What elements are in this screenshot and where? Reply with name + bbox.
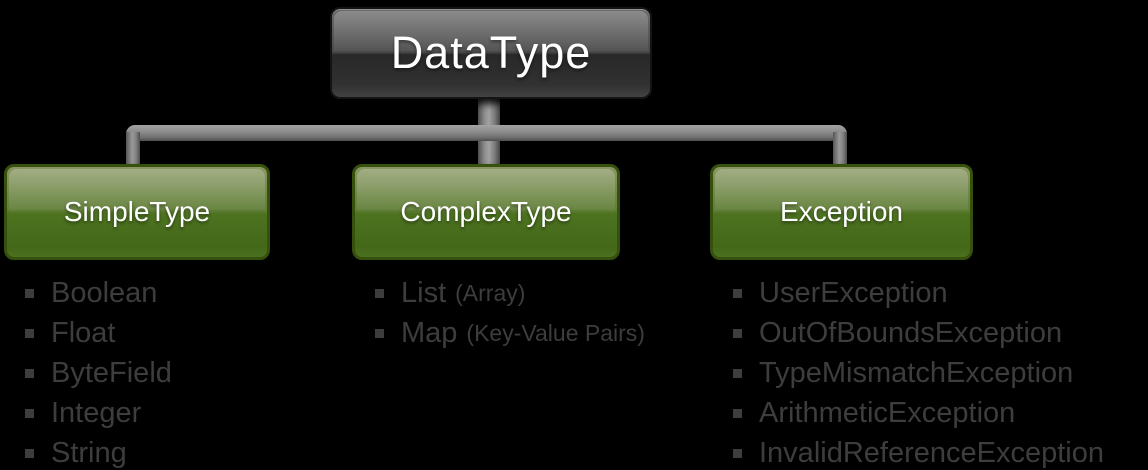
list-item-label: ArithmeticException [759,396,1016,429]
list-item: List (Array) [375,273,645,313]
list-item: InvalidReferenceException [733,433,1104,470]
bullet-icon [733,408,742,418]
bullet-icon [25,448,34,458]
list-item: ByteField [25,353,172,393]
category-node-complextype: ComplexType [352,164,620,260]
category-label: Exception [780,196,903,227]
list-item-label: List [401,276,447,309]
category-node-exception: Exception [710,164,973,260]
bullet-icon [733,328,742,338]
list-exception: UserException OutOfBoundsException TypeM… [733,273,1104,470]
list-item: Float [25,313,172,353]
bullet-icon [375,288,384,298]
list-item-label: Integer [51,396,142,429]
connector-left-vertical [126,132,140,168]
list-item-label: TypeMismatchException [759,356,1074,389]
list-item: String [25,433,172,470]
list-item-label: String [51,436,127,469]
root-node-datatype: DataType [330,7,652,99]
list-item-label: Boolean [51,276,158,309]
list-item: Map (Key-Value Pairs) [375,313,645,353]
bullet-icon [733,288,742,298]
list-item-label: Map [401,316,458,349]
list-item-label: InvalidReferenceException [759,436,1104,469]
category-label: ComplexType [400,196,572,227]
list-item: Boolean [25,273,172,313]
list-item-note: (Key-Value Pairs) [466,319,645,346]
list-item-label: OutOfBoundsException [759,316,1063,349]
list-item: OutOfBoundsException [733,313,1104,353]
bullet-icon [25,288,34,298]
list-item-note: (Array) [455,279,526,306]
list-item: ArithmeticException [733,393,1104,433]
category-label: SimpleType [63,196,211,227]
bullet-icon [25,408,34,418]
list-item: Integer [25,393,172,433]
list-item-label: Float [51,316,116,349]
list-item-label: ByteField [51,356,172,389]
connector-right-vertical [833,132,847,168]
category-node-simpletype: SimpleType [4,164,270,260]
list-complextype: List (Array) Map (Key-Value Pairs) [375,273,645,353]
bullet-icon [733,448,742,458]
bullet-icon [733,368,742,378]
list-simpletype: Boolean Float ByteField Integer String [25,273,172,470]
list-item: UserException [733,273,1104,313]
list-item-label: UserException [759,276,948,309]
root-node-label: DataType [390,27,592,78]
bullet-icon [25,368,34,378]
bullet-icon [375,328,384,338]
list-item: TypeMismatchException [733,353,1104,393]
bullet-icon [25,328,34,338]
connector-horizontal-bar [126,125,847,141]
